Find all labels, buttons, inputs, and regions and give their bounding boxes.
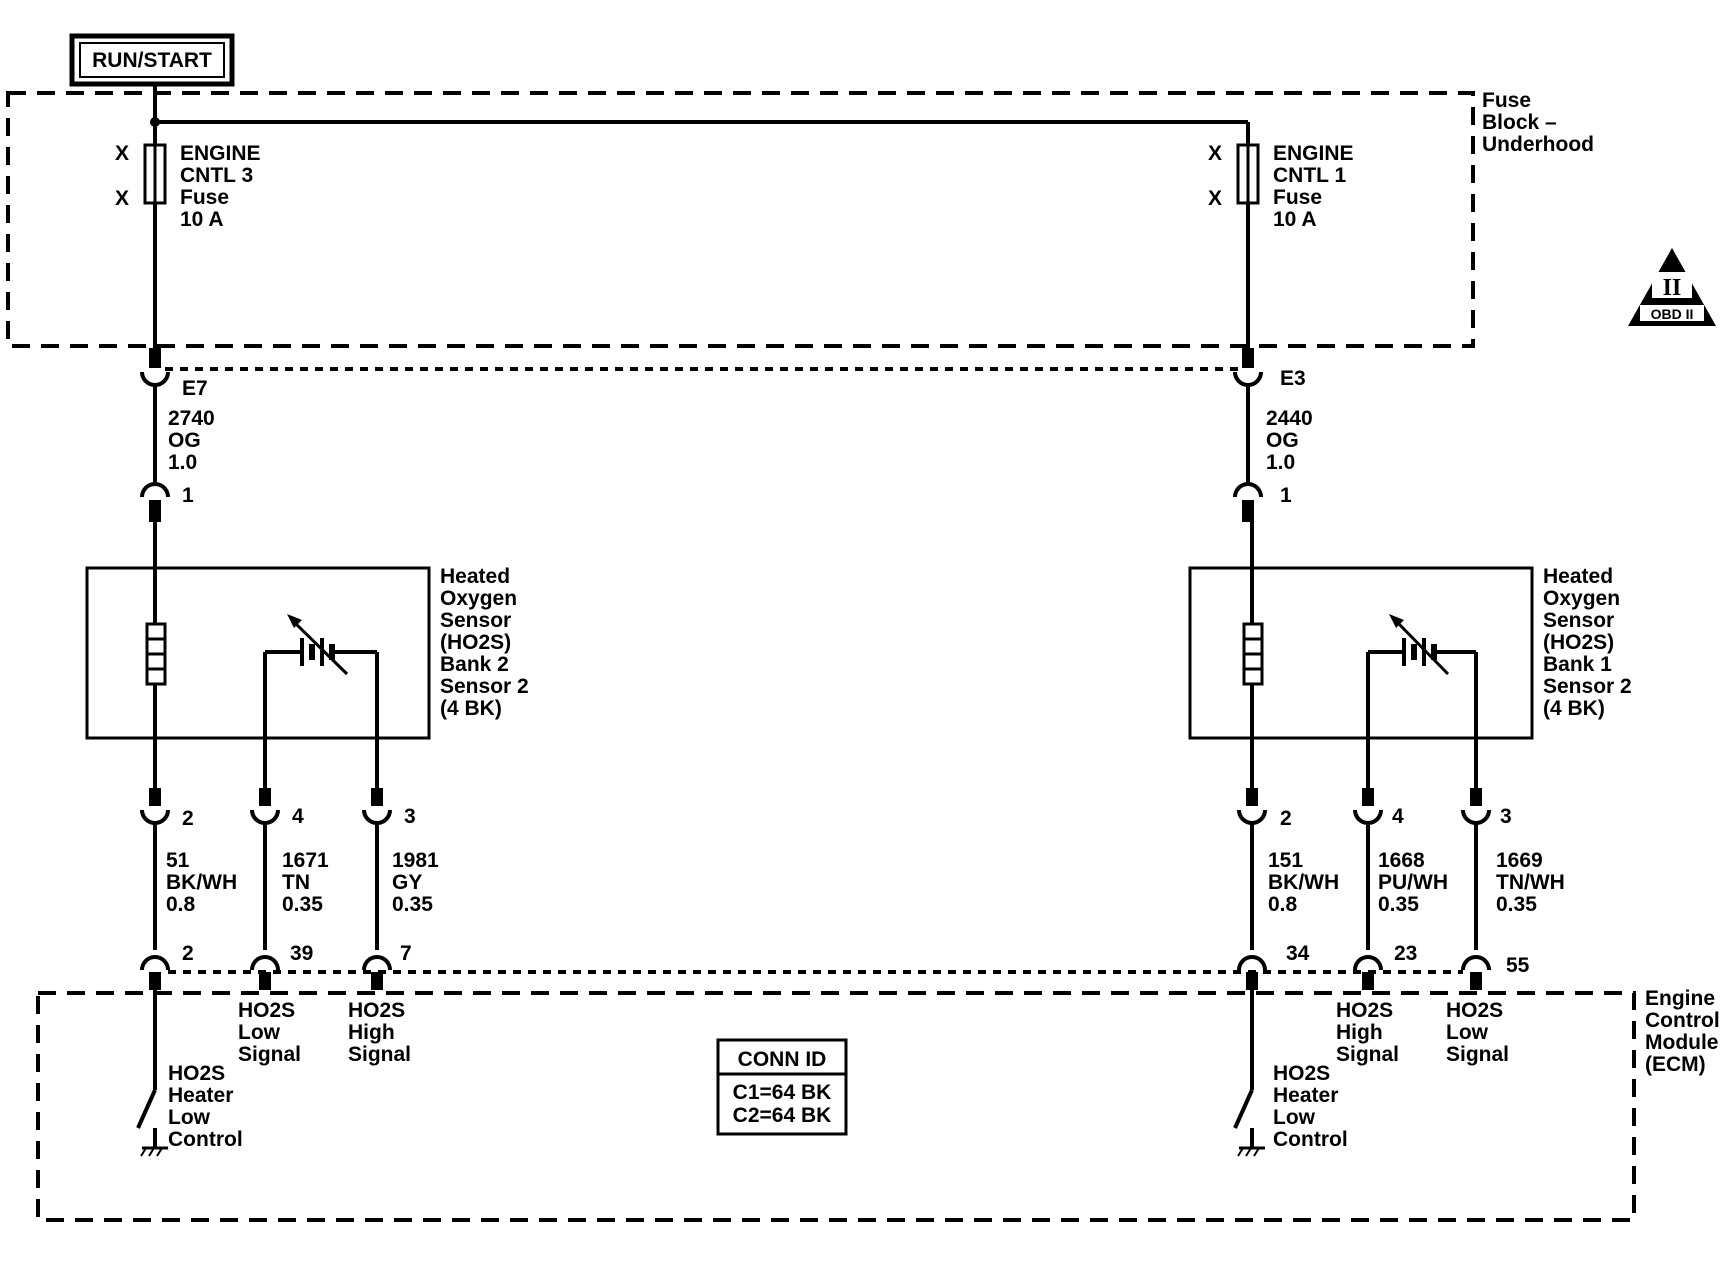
svg-text:7: 7 xyxy=(400,942,412,965)
feed-wire-label: 2740 OG 1.0 xyxy=(168,407,221,474)
conn-id-line: C1=64 BK xyxy=(733,1081,832,1104)
sensor-pin-1: 1 xyxy=(1233,482,1292,522)
heater-control-switch-icon xyxy=(136,990,168,1157)
svg-text:1: 1 xyxy=(182,484,194,507)
fuse-block-underhood: Fuse Block – Underhood xyxy=(6,89,1594,348)
oxygen-cell-icon xyxy=(263,614,379,790)
ecm-pins-left: 2 39 7 xyxy=(140,942,412,990)
svg-text:3: 3 xyxy=(1500,805,1512,828)
wire-label: 1981 GY 0.35 xyxy=(392,849,445,916)
heater-control-switch-icon xyxy=(1233,990,1265,1157)
heater-control-label: HO2S Heater Low Control xyxy=(168,1062,243,1151)
fuse-mark-x: X xyxy=(115,187,129,210)
fuse-block-label: Fuse Block – Underhood xyxy=(1482,89,1594,156)
connector-e3-label: E3 xyxy=(1280,367,1306,390)
ecm-signal-label: HO2S High Signal xyxy=(348,999,411,1066)
ecm-signal-label: HO2S Low Signal xyxy=(238,999,301,1066)
conn-id-line: C2=64 BK xyxy=(733,1104,832,1127)
obd-text: OBD II xyxy=(1651,306,1694,322)
wire-label: 151 BK/WH 0.8 xyxy=(1268,849,1345,916)
conn-id-box: CONN ID C1=64 BK C2=64 BK xyxy=(716,1038,848,1136)
fuse-label: ENGINE CNTL 3 Fuse 10 A xyxy=(180,142,266,231)
svg-text:34: 34 xyxy=(1286,942,1310,965)
connector-e7-label: E7 xyxy=(182,377,208,400)
svg-text:2: 2 xyxy=(1280,807,1292,830)
fuse-mark-x: X xyxy=(1208,142,1222,165)
wire-label: 1671 TN 0.35 xyxy=(282,849,335,916)
run-start-source: RUN/START xyxy=(69,33,235,122)
wire-label: 1669 TN/WH 0.35 xyxy=(1496,849,1571,916)
ecm-signal-label: HO2S High Signal xyxy=(1336,999,1399,1066)
svg-text:2: 2 xyxy=(182,942,194,965)
svg-text:55: 55 xyxy=(1506,954,1530,977)
connector-e7: E7 xyxy=(140,348,208,400)
heater-control-label: HO2S Heater Low Control xyxy=(1273,1062,1348,1151)
svg-text:39: 39 xyxy=(290,942,313,965)
engine-control-module: Engine Control Module (ECM) xyxy=(36,987,1720,1222)
oxygen-cell-icon xyxy=(1366,614,1478,790)
wire-label: 51 BK/WH 0.8 xyxy=(166,849,243,916)
svg-text:3: 3 xyxy=(404,805,416,828)
wire-label: 1668 PU/WH 0.35 xyxy=(1378,849,1454,916)
obd-ii-badge: II OBD II xyxy=(1628,248,1716,326)
fuse-mark-x: X xyxy=(115,142,129,165)
fuse-engine-cntl-1: X X ENGINE CNTL 1 Fuse 10 A xyxy=(1208,142,1359,348)
heater-element-icon xyxy=(1242,622,1264,686)
fuse-mark-x: X xyxy=(1208,187,1222,210)
heater-element-icon xyxy=(145,622,167,686)
run-start-label: RUN/START xyxy=(92,49,212,72)
svg-text:23: 23 xyxy=(1394,942,1417,965)
conn-id-title: CONN ID xyxy=(738,1048,827,1071)
sensor-pin-1: 1 xyxy=(140,482,194,522)
sensor-label: Heated Oxygen Sensor (HO2S) Bank 1 Senso… xyxy=(1543,565,1638,720)
obd-numeral: II xyxy=(1663,275,1682,301)
sensor-label: Heated Oxygen Sensor (HO2S) Bank 2 Senso… xyxy=(440,565,535,720)
ecm-pins-right: 34 23 55 xyxy=(1237,942,1530,990)
ecm-label: Engine Control Module (ECM) xyxy=(1645,987,1720,1076)
svg-text:2: 2 xyxy=(182,807,194,830)
left-channel: E7 2740 OG 1.0 1 xyxy=(85,348,535,1157)
ho2s-bank1-sensor2: Heated Oxygen Sensor (HO2S) Bank 1 Senso… xyxy=(1188,565,1638,790)
right-channel: E3 2440 OG 1.0 1 xyxy=(1188,348,1638,1157)
fuse-label: ENGINE CNTL 1 Fuse 10 A xyxy=(1273,142,1359,231)
ho2s-bank2-sensor2: Heated Oxygen Sensor (HO2S) Bank 2 Senso… xyxy=(85,565,535,790)
svg-text:4: 4 xyxy=(1392,805,1404,828)
svg-text:4: 4 xyxy=(292,805,304,828)
sensor-pins-bottom: 2 4 3 xyxy=(140,788,416,830)
svg-text:1: 1 xyxy=(1280,484,1292,507)
fuse-engine-cntl-3: X X ENGINE CNTL 3 Fuse 10 A xyxy=(115,122,266,348)
connector-e3: E3 xyxy=(1233,348,1306,390)
sensor-pins-bottom: 2 4 3 xyxy=(1237,788,1512,830)
feed-wire-label: 2440 OG 1.0 xyxy=(1266,407,1319,474)
ecm-signal-label: HO2S Low Signal xyxy=(1446,999,1509,1066)
